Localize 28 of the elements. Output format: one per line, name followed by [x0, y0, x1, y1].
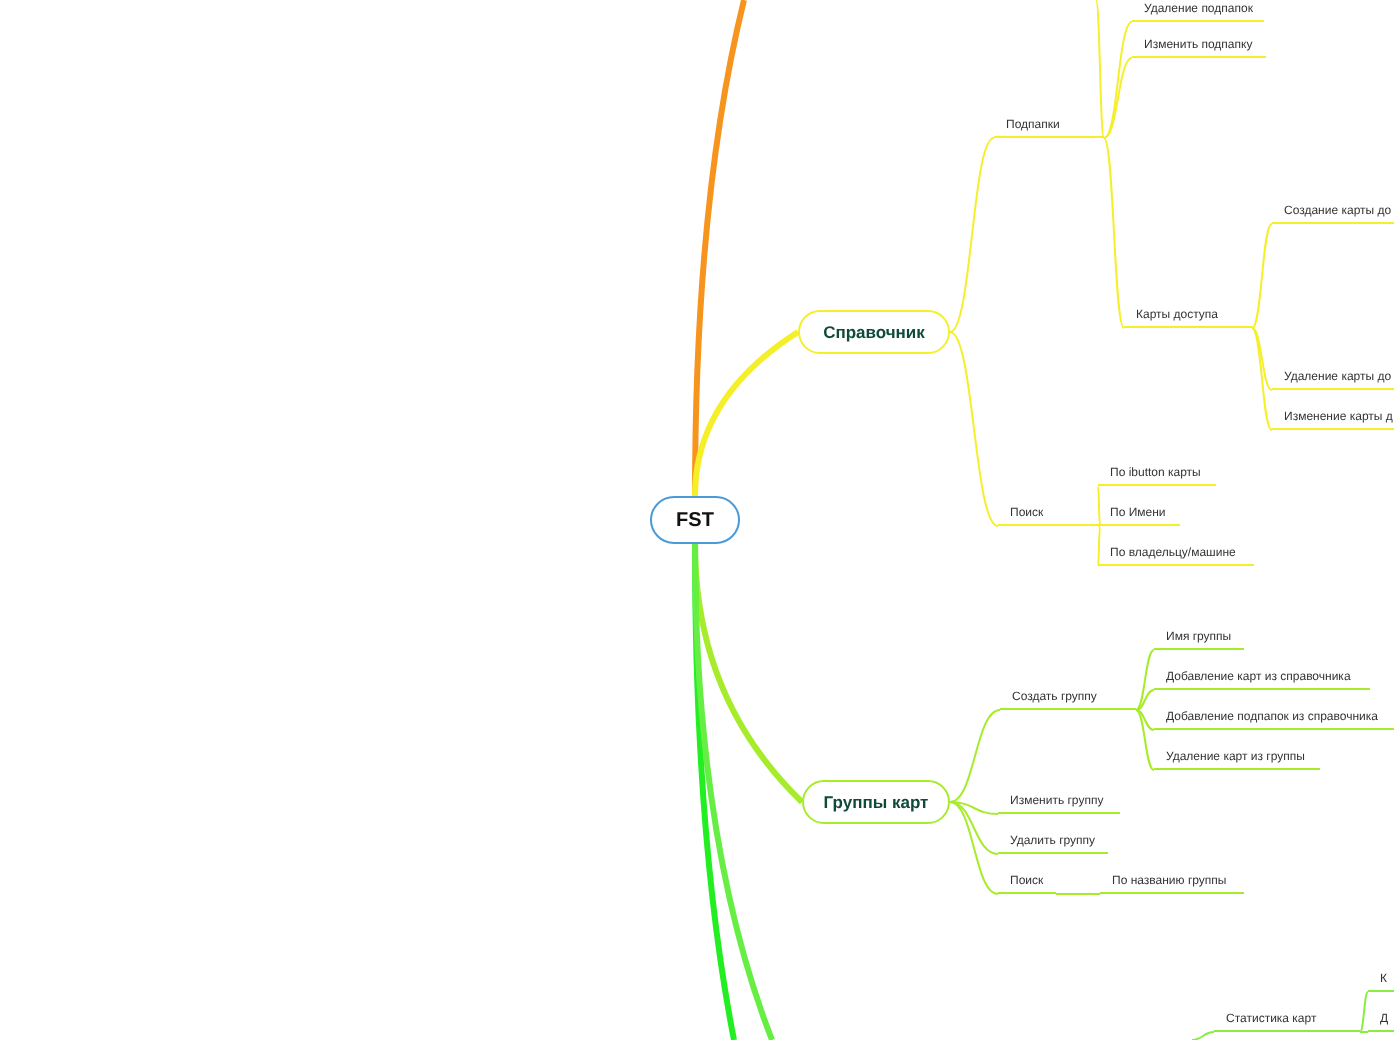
connector-line — [1359, 1031, 1369, 1033]
connector-line — [1095, 0, 1105, 139]
central-topic: FST — [650, 496, 740, 544]
connector-line — [1097, 485, 1101, 527]
connector-line — [949, 801, 999, 855]
connector-line — [1191, 1031, 1215, 1040]
connector-line — [1251, 327, 1273, 431]
connector-line — [949, 331, 999, 527]
connector-line — [1135, 709, 1155, 731]
connector-line — [1135, 649, 1155, 711]
connector-line — [1103, 137, 1125, 329]
connector-line — [1103, 57, 1133, 139]
connector-line — [949, 801, 999, 815]
main-topic: Справочник — [798, 310, 950, 354]
connector-line — [1103, 21, 1133, 139]
connector-line — [692, 543, 775, 1040]
connector-line — [1251, 327, 1273, 391]
connector-line — [692, 329, 800, 497]
connector-line — [1135, 709, 1155, 771]
connector-line — [949, 137, 995, 333]
connector-line — [1359, 991, 1369, 1033]
connector-line — [1055, 893, 1101, 895]
connector-line — [949, 709, 1001, 803]
connector-line — [1097, 525, 1101, 567]
connector-line — [1251, 223, 1273, 329]
connector-line — [1135, 689, 1155, 711]
main-topic: Группы карт — [802, 780, 950, 824]
connector-line — [949, 801, 999, 895]
